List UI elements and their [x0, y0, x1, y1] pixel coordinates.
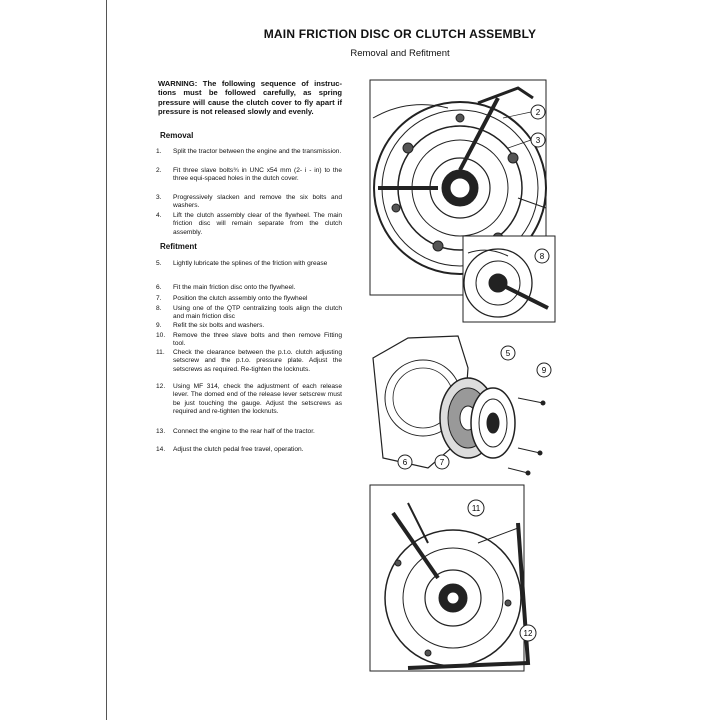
step-number: 12. — [156, 383, 166, 390]
step-text: Using one of the QTP centralizing tools … — [173, 305, 342, 321]
step-number: 2. — [156, 167, 162, 174]
list-item: 11. Check the clearance between the p.t.… — [156, 349, 342, 374]
list-item: 9. Refit the six bolts and washers. — [156, 322, 342, 330]
step-text: Check the clearance between the p.t.o. c… — [173, 349, 342, 373]
step-number: 10. — [156, 332, 166, 339]
step-number: 6. — [156, 284, 162, 291]
step-number: 13. — [156, 428, 166, 435]
step-text: Connect the engine to the rear half of t… — [173, 428, 315, 435]
lever-adjustment-illustration: 11 12 — [368, 483, 548, 673]
list-item: 12. Using MF 314, check the adjustment o… — [156, 383, 342, 417]
callout-label: 7 — [440, 458, 445, 467]
callout-label: 3 — [536, 136, 541, 145]
callout-label: 5 — [506, 349, 511, 358]
step-number: 1. — [156, 148, 162, 155]
list-item: 6. Fit the main friction disc onto the f… — [156, 284, 342, 292]
step-number: 9. — [156, 322, 162, 329]
step-text: Split the tractor between the engine and… — [173, 148, 342, 155]
removal-heading: Removal — [160, 131, 194, 140]
step-number: 8. — [156, 305, 162, 312]
clutch-removal-illustration: 2 3 8 — [368, 78, 558, 333]
list-item: 4. Lift the clutch assembly clear of the… — [156, 212, 342, 237]
step-text: Position the clutch assembly onto the fl… — [173, 295, 308, 302]
step-number: 11. — [156, 349, 165, 356]
list-item: 8. Using one of the QTP centralizing too… — [156, 305, 342, 322]
step-number: 3. — [156, 194, 162, 201]
list-item: 10. Remove the three slave bolts and the… — [156, 332, 342, 349]
step-text: Remove the three slave bolts and then re… — [173, 332, 342, 348]
list-item: 14. Adjust the clutch pedal free travel,… — [156, 446, 342, 454]
step-number: 4. — [156, 212, 162, 219]
callout-label: 9 — [542, 366, 547, 375]
page-subtitle: Removal and Refitment — [350, 48, 450, 59]
list-item: 2. Fit three slave bolts¾ in UNC x54 mm … — [156, 167, 342, 184]
list-item: 1. Split the tractor between the engine … — [156, 148, 342, 156]
step-text: Lift the clutch assembly clear of the fl… — [173, 212, 342, 236]
callout-label: 2 — [536, 108, 541, 117]
step-text: Using MF 314, check the adjustment of ea… — [173, 383, 342, 416]
list-item: 5. Lightly lubricate the splines of the … — [156, 260, 342, 268]
warning-paragraph: WARNING: The following sequence of instr… — [158, 79, 342, 117]
clutch-exploded-illustration: 5 9 6 7 — [368, 328, 558, 478]
step-number: 7. — [156, 295, 162, 302]
step-text: Refit the six bolts and washers. — [173, 322, 265, 329]
step-text: Progressively slacken and remove the six… — [173, 194, 342, 210]
callout-label: 8 — [540, 252, 545, 261]
step-text: Adjust the clutch pedal free travel, ope… — [173, 446, 304, 453]
callout-label: 6 — [403, 458, 408, 467]
callout-label: 11 — [472, 504, 481, 513]
step-text: Fit the main friction disc onto the flyw… — [173, 284, 296, 291]
step-text: Lightly lubricate the splines of the fri… — [173, 260, 328, 267]
page-margin-rule — [106, 0, 107, 720]
page-title: MAIN FRICTION DISC OR CLUTCH ASSEMBLY — [263, 27, 537, 41]
callout-label: 12 — [524, 629, 533, 638]
refitment-heading: Refitment — [160, 242, 197, 251]
list-item: 3. Progressively slacken and remove the … — [156, 194, 342, 211]
step-text: Fit three slave bolts¾ in UNC x54 mm (2-… — [173, 167, 342, 183]
list-item: 7. Position the clutch assembly onto the… — [156, 295, 342, 303]
step-number: 14. — [156, 446, 166, 453]
list-item: 13. Connect the engine to the rear half … — [156, 428, 342, 436]
step-number: 5. — [156, 260, 162, 267]
